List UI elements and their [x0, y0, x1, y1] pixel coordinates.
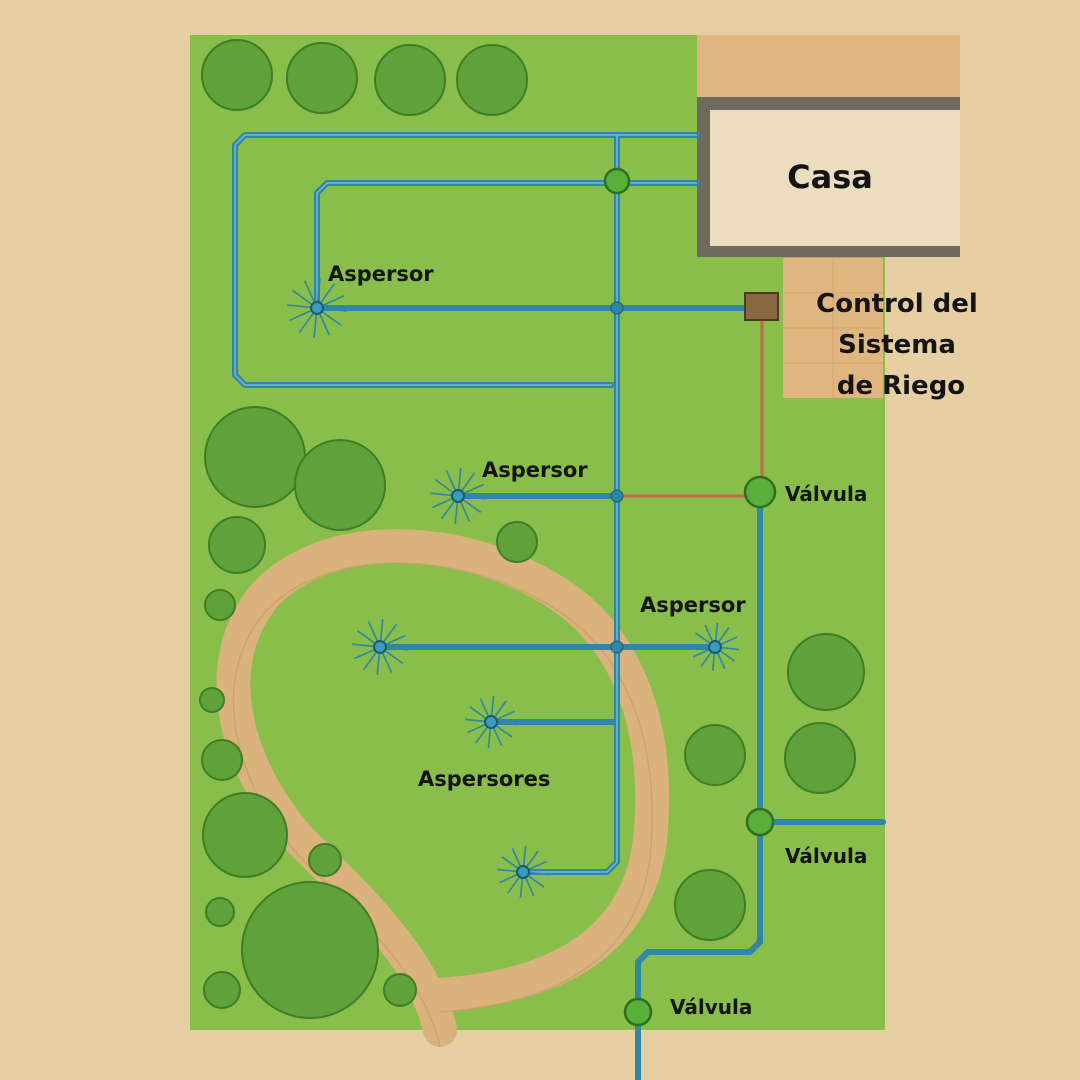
garden-path: [216, 529, 670, 1047]
shrub-icon: [204, 406, 306, 508]
shrubs: [199, 39, 865, 1019]
junction-fitting: [610, 640, 624, 654]
sprinkler-icon: [430, 468, 486, 524]
control-wire: [617, 318, 764, 498]
shrub-icon: [784, 722, 856, 794]
labels: Casa Control del Sistema de Riego Aspers…: [328, 158, 978, 1019]
junction-fitting: [610, 489, 624, 503]
shrub-icon: [205, 897, 235, 927]
shrub-icon: [199, 687, 225, 713]
shrub-icon: [674, 869, 746, 941]
valves: [603, 167, 777, 1027]
pipe-junctions: [610, 301, 624, 654]
sprinkler-icon: [465, 696, 517, 748]
shrub-icon: [201, 739, 243, 781]
junction-fitting: [610, 301, 624, 315]
sprinklers-label: Aspersores: [418, 767, 550, 791]
controller-label-line1: Control del: [816, 289, 978, 319]
sprinkler-label: Aspersor: [640, 593, 746, 617]
shrub-icon: [383, 973, 417, 1007]
garden-path-edge: [232, 562, 653, 1048]
shrub-icon: [787, 633, 865, 711]
pipe-valve-line: [635, 489, 763, 1080]
sprinkler-icon: [691, 623, 739, 671]
valve-icon: [603, 167, 631, 195]
valve-icon: [743, 475, 777, 509]
sprinkler-icon: [352, 619, 408, 675]
shrub-icon: [241, 881, 379, 1019]
shrub-icon: [684, 724, 746, 786]
shrub-icon: [308, 843, 342, 877]
shrub-icon: [208, 516, 266, 574]
patio-tiles: [783, 258, 883, 398]
controller-label-line2: Sistema: [838, 330, 956, 360]
valve-icon: [623, 997, 653, 1027]
controller-box-icon: [744, 292, 779, 321]
sprinkler-icon: [497, 846, 549, 898]
shrub-icon: [204, 589, 236, 621]
house: [697, 97, 960, 257]
shrub-icon: [374, 44, 446, 116]
sprinkler-label: Aspersor: [328, 262, 434, 286]
shrub-icon: [202, 792, 288, 878]
shrub-icon: [201, 39, 273, 111]
valve-label: Válvula: [785, 844, 867, 868]
patio-top: [697, 35, 960, 97]
shrub-icon: [286, 42, 358, 114]
sprinkler-label: Aspersor: [482, 458, 588, 482]
valve-icon: [745, 807, 775, 837]
shrub-icon: [294, 439, 386, 531]
shrub-icon: [203, 971, 241, 1009]
controller-label-line3: de Riego: [837, 371, 965, 401]
sprinklers: [287, 278, 739, 898]
sprinkler-icon: [287, 278, 347, 338]
shrub-icon: [456, 44, 528, 116]
valve-label: Válvula: [670, 995, 752, 1019]
valve-label: Válvula: [785, 482, 867, 506]
shrub-icon: [496, 521, 538, 563]
house-interior: [710, 110, 960, 246]
house-label: Casa: [787, 158, 873, 196]
